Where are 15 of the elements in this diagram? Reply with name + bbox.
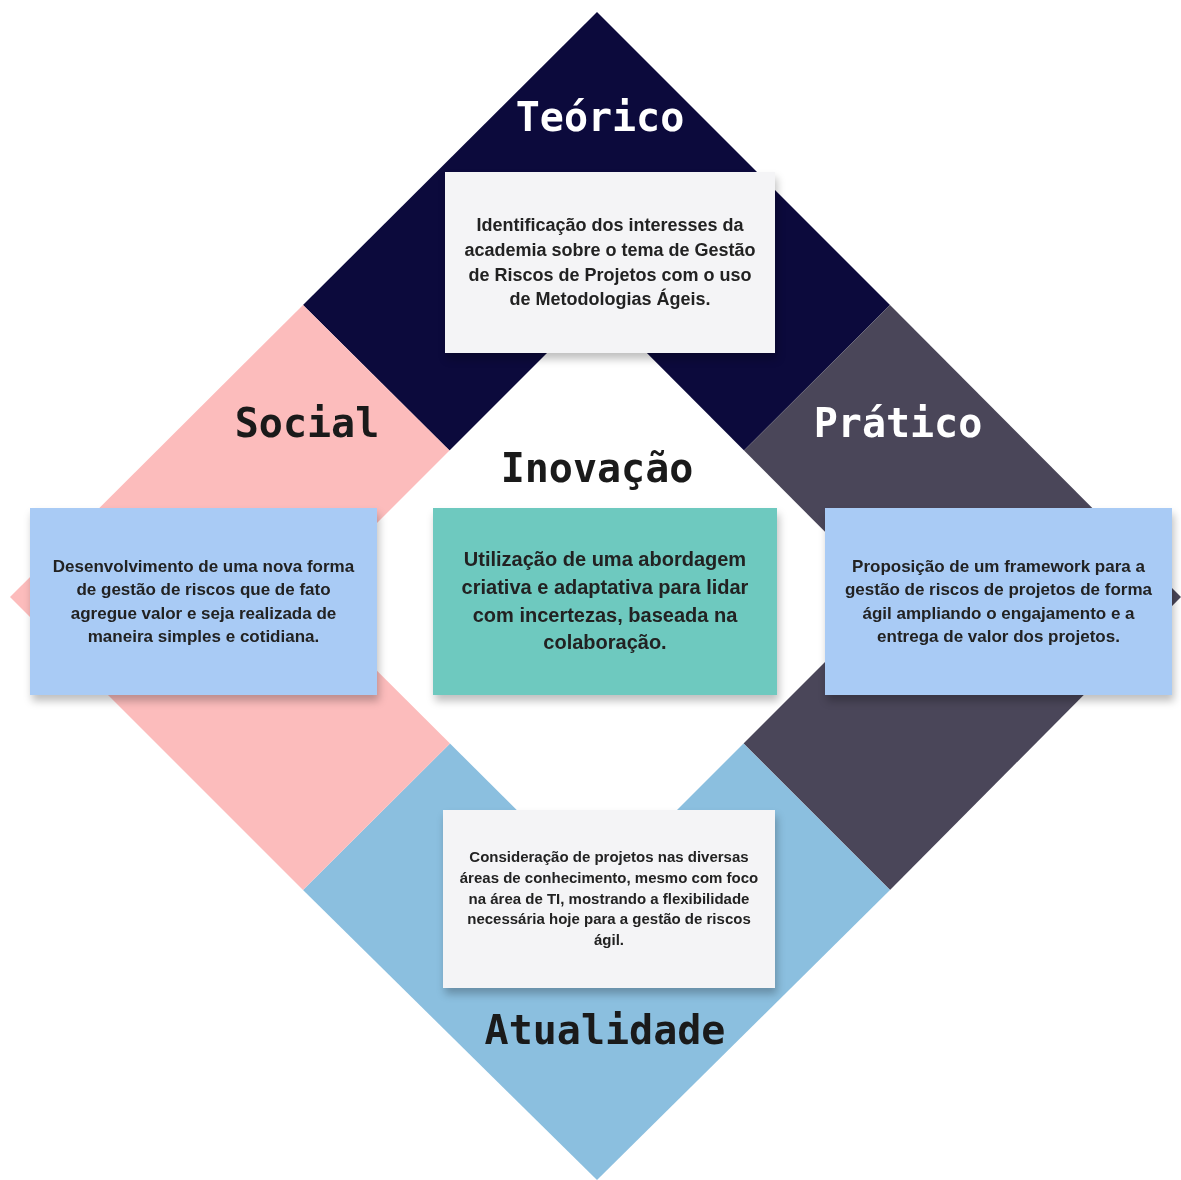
quadrant-heading: Prático	[813, 401, 983, 445]
quadrant-heading: Teórico	[515, 95, 685, 139]
quadrant-heading: Atualidade	[484, 1008, 726, 1052]
note-text: Consideração de projetos nas diversas áreas de conhecimento, mesmo com foco na área de TI, mostrando a flexibilidade necessária hoje para a gestão de riscos ágil.	[458, 847, 760, 951]
sticky-note	[445, 172, 775, 353]
sticky-note	[30, 508, 377, 695]
sticky-note	[443, 810, 775, 988]
sticky-note	[433, 508, 777, 695]
note-text: Identificação dos interesses da academia sobre o tema de Gestão de Riscos de Projetos com o uso de Metodologias Ágeis.	[463, 213, 757, 312]
note-text: Utilização de uma abordagem criativa e adaptativa para lidar com incertezas, baseada na colaboração.	[460, 547, 750, 656]
note-text: Proposição de um framework para a gestão de riscos de projetos de forma ágil ampliando o engajamento e a entrega de valor dos projetos.	[844, 555, 1153, 648]
note-text: Desenvolvimento de uma nova forma de gestão de riscos que de fato agregue valor e seja realizada de maneira simples e cotidiana.	[51, 555, 356, 648]
quadrant-heading: Social	[234, 401, 380, 445]
sticky-note	[825, 508, 1172, 695]
quadrant-heading: Inovação	[500, 446, 694, 490]
